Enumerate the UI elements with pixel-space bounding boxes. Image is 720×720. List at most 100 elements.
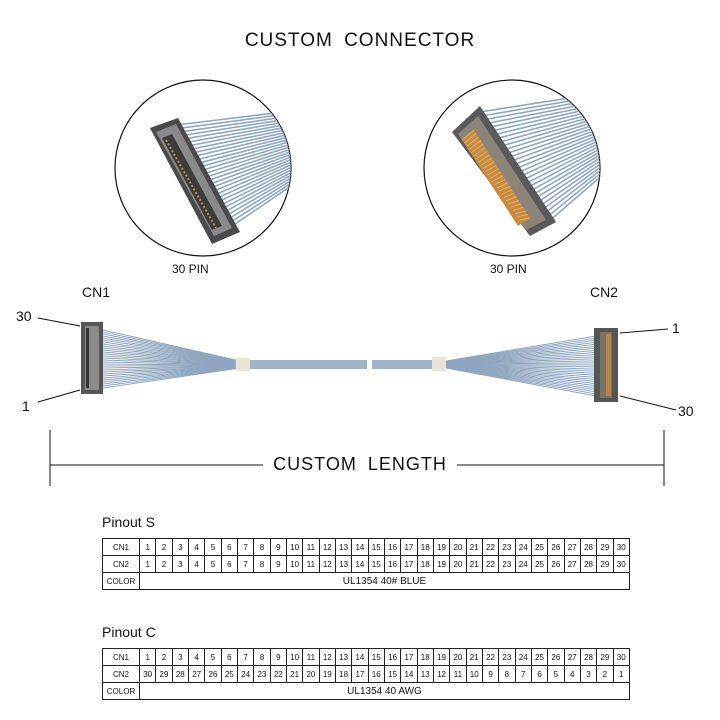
pin-cell: 17: [400, 555, 418, 573]
pin-cell: 8: [498, 665, 516, 683]
wire-spec: UL1354 40 AWG: [139, 682, 630, 700]
pin-cell: 7: [236, 538, 255, 556]
pin-cell: 22: [481, 555, 500, 573]
pin-cell: 3: [171, 538, 189, 556]
pin-cell: 12: [318, 648, 336, 666]
pin-cell: 9: [269, 555, 287, 573]
pin-cell: 30: [612, 555, 631, 573]
cable-assembly: [37, 317, 677, 411]
pin-cell: 23: [498, 648, 516, 666]
pinout-s-color-row: COLOR UL1354 40# BLUE: [102, 572, 630, 590]
pin-cell: 25: [530, 538, 549, 556]
custom-length-label: CUSTOM LENGTH: [0, 454, 720, 475]
pin-cell: 13: [416, 665, 434, 683]
pin-cell: 19: [432, 648, 451, 666]
pin-cell: 12: [432, 665, 451, 683]
cn2-closeup: [423, 79, 601, 257]
pin-cell: 1: [612, 665, 631, 683]
pin-cell: 9: [269, 648, 287, 666]
pin-cell: 23: [498, 555, 516, 573]
pin-cell: 2: [155, 538, 173, 556]
pin-cell: 18: [416, 648, 434, 666]
pin-cell: 25: [530, 648, 549, 666]
pin-cell: 18: [416, 555, 434, 573]
pin-cell: 12: [318, 555, 336, 573]
pin-cell: 29: [596, 648, 614, 666]
pin-cell: 14: [351, 538, 369, 556]
row-label: CN1: [102, 538, 140, 556]
pin-cell: 29: [596, 538, 614, 556]
pin-cell: 16: [383, 555, 402, 573]
pin-cell: 15: [367, 555, 385, 573]
pin-cell: 28: [579, 538, 598, 556]
pin-cell: 27: [563, 648, 581, 666]
pin-cell: 29: [155, 665, 173, 683]
pin-cell: 1: [138, 538, 157, 556]
pin-cell: 7: [236, 555, 255, 573]
cn2-pin30-leader: [619, 395, 677, 411]
pin-cell: 18: [416, 538, 434, 556]
pin-cell: 21: [465, 555, 483, 573]
pin-cell: 26: [547, 555, 565, 573]
pin-cell: 17: [400, 648, 418, 666]
pin-cell: 2: [596, 665, 614, 683]
pin-cell: 26: [547, 538, 565, 556]
pin-cell: 9: [481, 665, 500, 683]
pin-cell: 29: [596, 555, 614, 573]
pin-cell: 28: [579, 648, 598, 666]
cn1-pin1-leader: [37, 389, 81, 403]
pin-cell: 19: [432, 555, 451, 573]
pin-cell: 27: [563, 538, 581, 556]
pin-cell: 11: [302, 538, 320, 556]
pin-cell: 21: [465, 538, 483, 556]
pin-cell: 7: [514, 665, 532, 683]
pin-cell: 13: [334, 538, 353, 556]
pin-cell: 8: [253, 648, 271, 666]
pin-cell: 16: [367, 665, 385, 683]
pin-cell: 14: [400, 665, 418, 683]
pin-cell: 3: [579, 665, 598, 683]
pin-cell: 20: [302, 665, 320, 683]
pin-cell: 3: [171, 555, 189, 573]
pin-cell: 5: [547, 665, 565, 683]
cn2-pin1-leader: [619, 328, 669, 334]
pinout-s-title: Pinout S: [102, 514, 155, 530]
pin-cell: 5: [204, 648, 222, 666]
pin-cell: 6: [530, 665, 549, 683]
pin-cell: 25: [530, 555, 549, 573]
pin-cell: 20: [449, 555, 467, 573]
pin-cell: 18: [334, 665, 353, 683]
pin-cell: 23: [253, 665, 271, 683]
pin-cell: 22: [481, 648, 500, 666]
pin-cell: 1: [138, 555, 157, 573]
pin-cell: 10: [285, 648, 304, 666]
row-label: COLOR: [102, 682, 140, 700]
pin-cell: 2: [155, 648, 173, 666]
pin-cell: 28: [579, 555, 598, 573]
pin-cell: 6: [220, 538, 238, 556]
cn1-label: CN1: [82, 284, 111, 300]
pin-cell: 5: [204, 538, 222, 556]
pin-cell: 13: [334, 648, 353, 666]
pin-cell: 4: [563, 665, 581, 683]
cn1-bottom-pin: 1: [22, 398, 30, 414]
pin-cell: 16: [383, 538, 402, 556]
diagram-title: CUSTOM CONNECTOR: [244, 30, 476, 51]
pin-cell: 8: [253, 555, 271, 573]
pin-cell: 12: [318, 538, 336, 556]
pin-cell: 17: [351, 665, 369, 683]
pin-cell: 2: [155, 555, 173, 573]
pin-cell: 13: [334, 555, 353, 573]
pin-cell: 8: [253, 538, 271, 556]
pin-cell: 24: [514, 538, 532, 556]
cn2-label: CN2: [590, 284, 619, 300]
cn1-pin-count: 30 PIN: [172, 262, 209, 276]
pin-cell: 30: [138, 665, 157, 683]
pin-cell: 11: [302, 555, 320, 573]
pin-cell: 10: [465, 665, 483, 683]
pin-cell: 19: [318, 665, 336, 683]
